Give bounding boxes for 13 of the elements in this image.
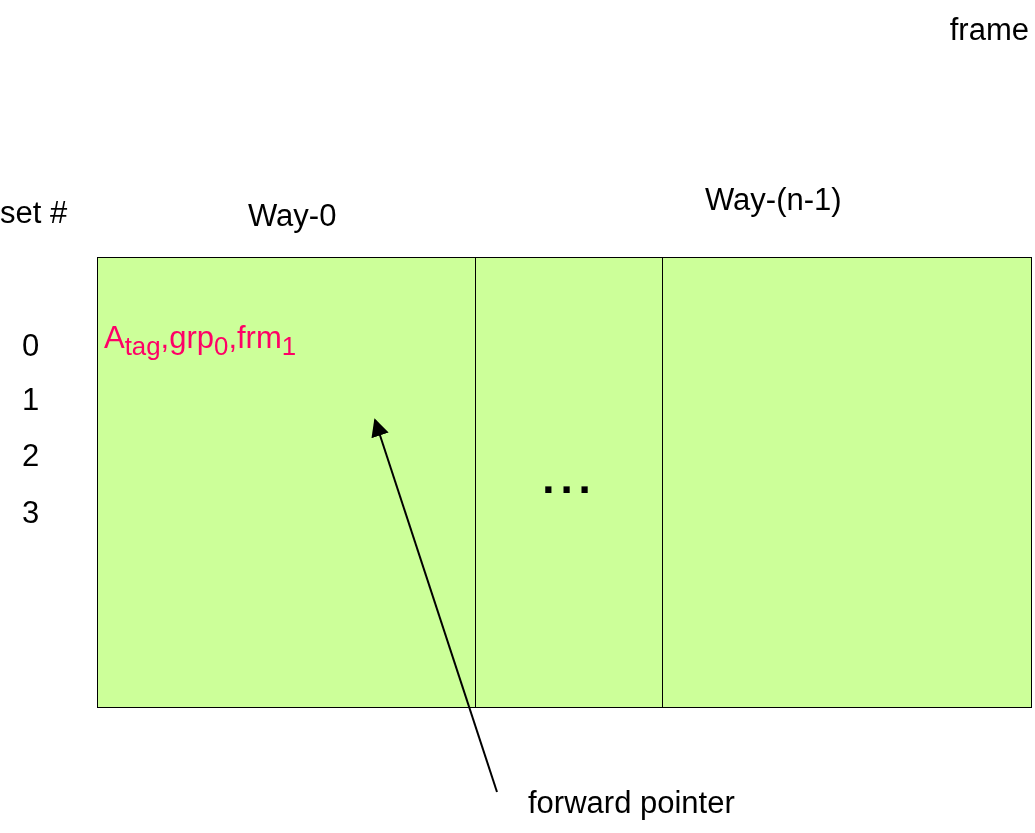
callout-text: forward pointer bbox=[528, 785, 735, 821]
column-heading: Way-(n-1) bbox=[705, 182, 842, 218]
row-number: 3 bbox=[22, 495, 40, 531]
row-number: 1 bbox=[22, 382, 40, 418]
table-column bbox=[475, 257, 664, 708]
row-number: 0 bbox=[22, 328, 40, 364]
axis-title: set # bbox=[0, 195, 68, 231]
ellipsis: ... bbox=[541, 453, 598, 503]
arrow bbox=[371, 418, 498, 793]
entry-text: A$_{tag}$,grp$_{0}$,frm$_{1}$ bbox=[104, 320, 297, 362]
row-number: 2 bbox=[22, 438, 40, 474]
frame-label: frame bbox=[949, 12, 1029, 48]
column-heading: Way-0 bbox=[248, 198, 337, 234]
